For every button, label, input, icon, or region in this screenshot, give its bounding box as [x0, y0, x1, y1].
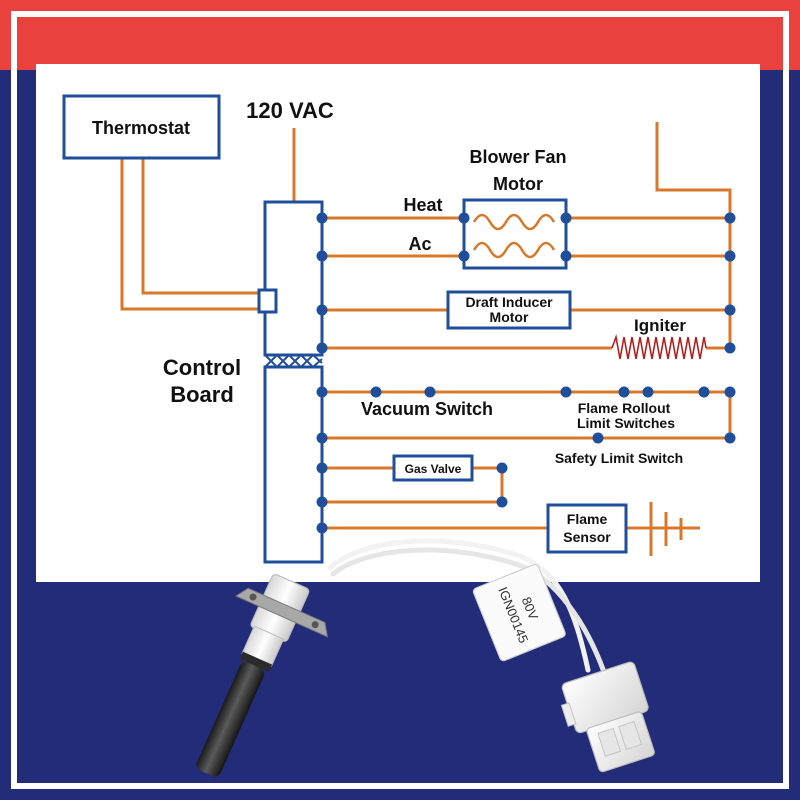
- igniter-coil: [611, 333, 707, 360]
- diagram-labels: Thermostat 120 VAC Blower Fan Motor Heat…: [92, 98, 686, 545]
- thermostat-wire-2: [141, 158, 260, 295]
- blower-label-2: Motor: [493, 174, 543, 194]
- thermostat-wire-1: [120, 158, 260, 311]
- inner-red-strip: [36, 28, 760, 64]
- control-board-lower: [263, 365, 324, 564]
- blower-fan-motor-box: [462, 198, 568, 270]
- right-vertical-wire: [655, 122, 732, 348]
- wire-tag: 80V IGN00145: [472, 563, 566, 662]
- control-board-upper: [263, 200, 324, 357]
- heat-coil: [472, 213, 556, 231]
- heat-label: Heat: [403, 195, 442, 215]
- igniter-label: Igniter: [634, 316, 686, 335]
- control-board-break: [264, 353, 323, 369]
- blower-coils: [472, 213, 556, 259]
- plug-connector: [560, 661, 655, 773]
- gas-valve-wire: [322, 466, 504, 504]
- lead-wire-left: [327, 538, 591, 673]
- control-label-1: Control: [163, 355, 241, 380]
- thermostat-label: Thermostat: [92, 118, 190, 138]
- rollout-label-2: Limit Switches: [577, 415, 675, 431]
- vacuum-switch-label: Vacuum Switch: [361, 399, 493, 419]
- draft-label-1: Draft Inducer: [465, 294, 553, 310]
- safety-limit-label: Safety Limit Switch: [555, 450, 683, 466]
- igniter-element: [196, 573, 328, 777]
- thermostat-box: [62, 94, 221, 160]
- lead-wire-right: [330, 547, 607, 675]
- flame-label-1: Flame: [567, 511, 608, 527]
- control-board-connector: [257, 288, 278, 314]
- blower-label-1: Blower Fan: [469, 147, 566, 167]
- gas-valve-box: [392, 454, 474, 482]
- ac-label: Ac: [408, 234, 431, 254]
- ground-symbol: [649, 502, 683, 556]
- white-panel-border: [11, 11, 789, 789]
- control-label-2: Board: [170, 382, 234, 407]
- vac-label: 120 VAC: [246, 98, 334, 123]
- flame-label-2: Sensor: [563, 529, 611, 545]
- gas-valve-label: Gas Valve: [405, 462, 462, 476]
- igniter-product: 80V IGN00145: [196, 538, 655, 777]
- draft-inducer-box: [446, 290, 572, 330]
- rollout-label-1: Flame Rollout: [578, 400, 671, 416]
- draft-label-2: Motor: [490, 309, 529, 325]
- junction-nodes: [316, 212, 736, 534]
- flame-sensor-box: [546, 503, 628, 554]
- component-boxes: [62, 94, 628, 564]
- ac-coil: [472, 241, 556, 259]
